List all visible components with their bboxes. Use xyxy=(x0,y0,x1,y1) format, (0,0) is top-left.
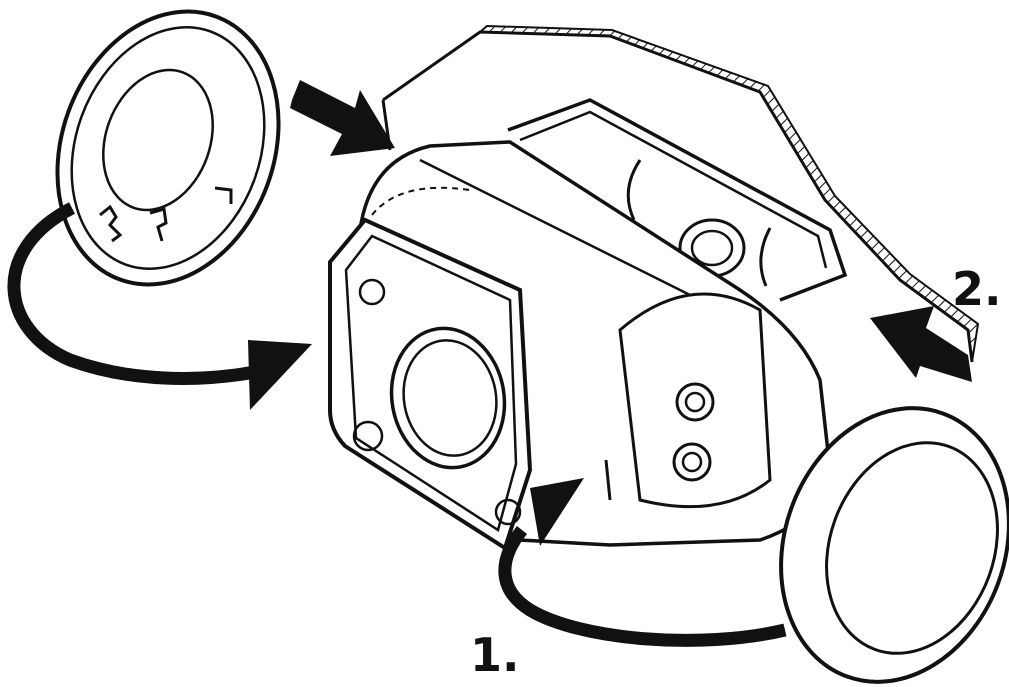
camera-housing-icon xyxy=(328,98,848,552)
front-bezel-ring-icon xyxy=(55,9,281,287)
push-arrow-icon xyxy=(870,306,972,382)
rotate-arrow-icon xyxy=(7,202,312,410)
step-2-label: 2. xyxy=(952,262,1002,316)
push-arrow-icon xyxy=(290,80,395,156)
rotate-arrow-icon xyxy=(498,478,787,647)
rear-dome-cap-icon xyxy=(779,406,1009,684)
step-1-label: 1. xyxy=(470,628,520,682)
